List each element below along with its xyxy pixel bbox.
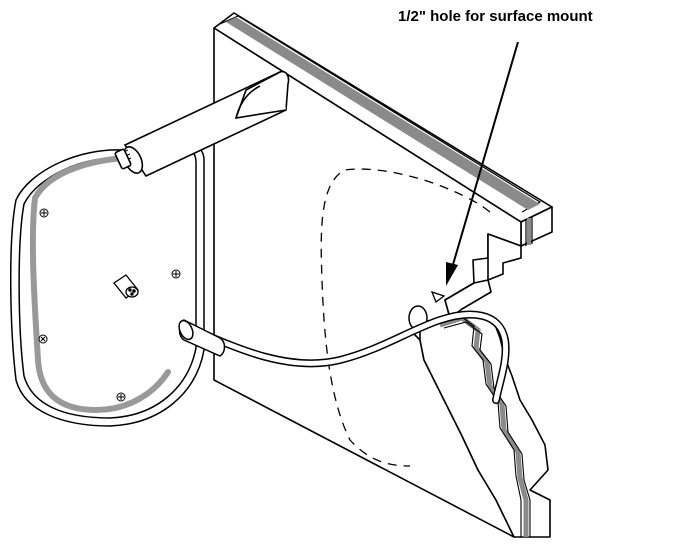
wall-top-stripe-fill	[226, 17, 540, 210]
external-cable	[178, 310, 510, 404]
hidden-cutout-outline	[320, 168, 491, 467]
callout-label: 1/2" hole for surface mount	[398, 8, 593, 25]
wall-broken-edge	[444, 233, 522, 319]
plate-screws	[38, 208, 181, 402]
screw-icon	[39, 208, 49, 218]
plate-inner-outline	[18, 149, 197, 419]
wall-end-stripe	[525, 216, 533, 246]
center-connector	[113, 274, 139, 299]
screw-icon	[116, 392, 126, 402]
screw-icon	[171, 269, 181, 279]
internal-cable	[29, 155, 171, 414]
sensor-probe	[114, 70, 290, 178]
screw-icon	[38, 334, 48, 344]
callout-arrow	[446, 41, 519, 286]
wall-end-stripe-fill	[527, 218, 531, 245]
mounting-plate	[10, 141, 205, 427]
